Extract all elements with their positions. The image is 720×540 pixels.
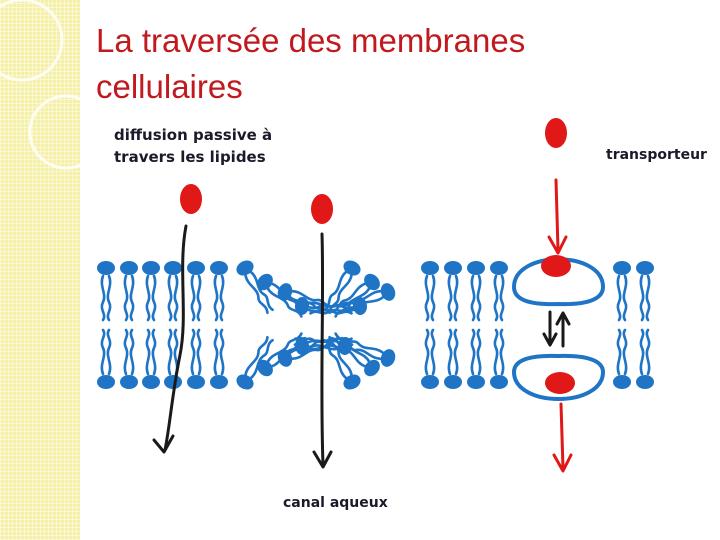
transport-in-arrow bbox=[554, 178, 560, 252]
diffusion-label-line-1: diffusion passive à bbox=[114, 126, 273, 144]
slide-title: La traversée des membranes cellulaires bbox=[96, 18, 525, 110]
lipid-molecule bbox=[636, 328, 654, 389]
molecule-transporter-outside bbox=[545, 118, 567, 148]
diffusion-label: diffusion passive à travers les lipides bbox=[114, 124, 272, 168]
transport-out-arrowhead bbox=[552, 453, 573, 473]
lipid-molecule bbox=[97, 328, 115, 389]
transporter-upper-half bbox=[511, 257, 606, 307]
lipid-molecule bbox=[187, 261, 205, 322]
molecule-transporter-bound-bottom bbox=[545, 372, 575, 394]
title-line-2: cellulaires bbox=[96, 68, 243, 105]
diffusion-label-line-2: travers les lipides bbox=[114, 148, 266, 166]
arrows bbox=[152, 178, 573, 473]
transport-in-arrowhead bbox=[547, 235, 568, 255]
channel-arrow bbox=[320, 232, 325, 467]
lipid-molecule bbox=[421, 328, 439, 389]
lipid-diffusion-arrowhead bbox=[152, 434, 175, 454]
channel-lipid bbox=[330, 332, 380, 377]
lipid-molecule bbox=[120, 328, 138, 389]
lipid-bilayer bbox=[97, 260, 654, 390]
lipid-molecule bbox=[490, 261, 508, 322]
channel-lipid bbox=[236, 260, 274, 315]
sidebar-circles bbox=[0, 0, 104, 170]
lipid-diffusion-arrow bbox=[163, 224, 188, 452]
lipid-molecule bbox=[142, 261, 160, 322]
decorative-sidebar bbox=[0, 0, 80, 540]
channel-arrowhead bbox=[312, 450, 333, 469]
transporter-label: transporteur bbox=[606, 147, 707, 163]
channel-lipid bbox=[330, 273, 380, 318]
lipid-molecule bbox=[636, 261, 654, 322]
lipid-molecule bbox=[421, 261, 439, 322]
molecules bbox=[180, 118, 575, 394]
molecule-lipid-diffusion bbox=[180, 184, 202, 214]
lipid-molecule bbox=[97, 261, 115, 322]
lipid-molecule bbox=[613, 328, 631, 389]
channel-lipid bbox=[236, 335, 274, 390]
channel-label: canal aqueux bbox=[283, 495, 388, 511]
conformation-up-arrowhead bbox=[555, 311, 571, 326]
lipid-molecule bbox=[613, 261, 631, 322]
lipid-molecule bbox=[120, 261, 138, 322]
channel-lipid bbox=[323, 335, 361, 390]
lipid-molecule bbox=[210, 261, 228, 322]
lipid-molecule bbox=[490, 328, 508, 389]
conformation-down-arrowhead bbox=[542, 332, 558, 347]
lipid-molecule bbox=[467, 328, 485, 389]
lipid-molecule bbox=[142, 328, 160, 389]
molecule-channel bbox=[311, 194, 333, 224]
lipid-molecule bbox=[467, 261, 485, 322]
channel-lipid bbox=[308, 297, 368, 315]
lipid-molecule bbox=[164, 261, 182, 322]
lipid-molecule bbox=[187, 328, 205, 389]
lipid-molecule bbox=[444, 328, 462, 389]
channel-lipid bbox=[323, 260, 361, 315]
molecule-transporter-bound-top bbox=[541, 255, 571, 277]
lipid-molecule bbox=[210, 328, 228, 389]
title-line-1: La traversée des membranes bbox=[96, 22, 526, 59]
lipid-molecule bbox=[444, 261, 462, 322]
channel-lipid bbox=[293, 337, 353, 355]
transport-out-arrow bbox=[559, 402, 565, 470]
